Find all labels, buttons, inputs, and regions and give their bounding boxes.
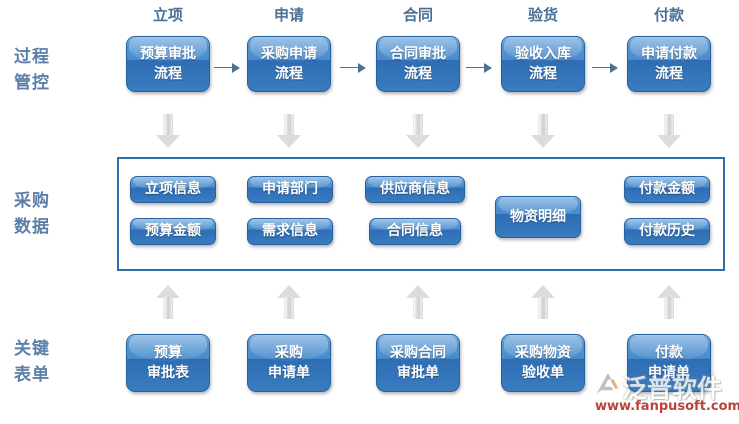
form-box-purchase-request-sheet-line2: 申请单: [268, 365, 310, 381]
process-box-contract-approval-line2: 流程: [404, 66, 432, 82]
flow-arrow-right-icon-1: [340, 63, 366, 73]
row-label-purchase-data: 采购 数据: [14, 188, 50, 240]
form-box-budget-approval-sheet-line2: 审批表: [147, 365, 189, 381]
data-chip-budget-amount[interactable]: 预算金额: [130, 218, 216, 245]
row-label-process-control-line2: 管控: [14, 73, 50, 93]
row-label-key-forms-line1: 关键: [14, 339, 50, 359]
form-box-payment-request-sheet-line2: 申请单: [648, 365, 690, 381]
stage-caption-2: 合同: [402, 6, 433, 24]
form-box-budget-approval-sheet[interactable]: 预算 审批表: [126, 334, 210, 392]
process-box-acceptance-storage[interactable]: 验收入库 流程: [501, 36, 585, 92]
data-chip-payment-history-label: 付款历史: [639, 223, 695, 239]
flow-arrow-up-icon-2: [406, 285, 430, 319]
process-box-acceptance-storage-line1: 验收入库: [515, 46, 571, 62]
data-chip-payment-amount-label: 付款金额: [639, 181, 695, 197]
purchase-data-container: [117, 157, 725, 271]
data-chip-supplier-info[interactable]: 供应商信息: [365, 176, 465, 203]
stage-caption-3: 验货: [527, 6, 558, 24]
fanpu-logo-icon: [596, 373, 619, 394]
process-box-acceptance-storage-line2: 流程: [529, 66, 557, 82]
form-box-purchase-request-sheet-line1: 采购: [275, 345, 303, 361]
form-box-material-acceptance-sheet-line1: 采购物资: [515, 345, 571, 361]
data-chip-requirement-info-label: 需求信息: [262, 223, 318, 239]
data-chip-request-department[interactable]: 申请部门: [247, 176, 333, 203]
form-box-contract-approval-sheet-line1: 采购合同: [390, 345, 446, 361]
process-box-payment-request-line2: 流程: [655, 66, 683, 82]
stage-caption-0: 立项: [152, 6, 183, 24]
flow-arrow-up-icon-4: [657, 285, 681, 319]
process-box-payment-request-line1: 申请付款: [641, 46, 697, 62]
data-chip-supplier-info-label: 供应商信息: [380, 181, 450, 197]
form-box-budget-approval-sheet-line1: 预算: [154, 345, 182, 361]
flow-arrow-right-icon-2: [466, 63, 492, 73]
flow-arrow-right-icon-0: [214, 63, 240, 73]
form-box-payment-request-sheet[interactable]: 付款 申请单: [627, 334, 711, 392]
row-label-key-forms: 关键 表单: [14, 336, 50, 388]
process-box-budget-approval-line2: 流程: [154, 66, 182, 82]
row-label-process-control: 过程 管控: [14, 44, 50, 96]
form-box-payment-request-sheet-line1: 付款: [655, 345, 683, 361]
row-label-key-forms-line2: 表单: [14, 365, 50, 385]
flow-arrow-up-icon-1: [277, 285, 301, 319]
flow-arrow-down-icon-4: [657, 114, 681, 148]
process-box-budget-approval[interactable]: 预算审批 流程: [126, 36, 210, 92]
data-chip-material-details-label: 物资明细: [510, 208, 566, 225]
data-chip-requirement-info[interactable]: 需求信息: [247, 218, 333, 245]
data-chip-budget-amount-label: 预算金额: [145, 223, 201, 239]
watermark-url: www.fanpusoft.com: [595, 399, 739, 414]
flow-arrow-up-icon-0: [156, 285, 180, 319]
form-box-purchase-request-sheet[interactable]: 采购 申请单: [247, 334, 331, 392]
data-chip-payment-amount[interactable]: 付款金额: [624, 176, 710, 203]
process-box-purchase-request-line1: 采购申请: [261, 46, 317, 62]
data-chip-contract-info-label: 合同信息: [387, 223, 443, 239]
process-box-purchase-request[interactable]: 采购申请 流程: [247, 36, 331, 92]
flow-arrow-down-icon-3: [531, 114, 555, 148]
process-box-budget-approval-line1: 预算审批: [140, 46, 196, 62]
data-chip-material-details[interactable]: 物资明细: [495, 196, 581, 238]
row-label-purchase-data-line1: 采购: [14, 191, 50, 211]
data-chip-request-department-label: 申请部门: [262, 181, 318, 197]
flow-arrow-down-icon-1: [277, 114, 301, 148]
stage-caption-1: 申请: [273, 6, 304, 24]
flow-arrow-down-icon-2: [406, 114, 430, 148]
data-chip-contract-info[interactable]: 合同信息: [369, 218, 461, 245]
process-box-contract-approval[interactable]: 合同审批 流程: [376, 36, 460, 92]
process-box-purchase-request-line2: 流程: [275, 66, 303, 82]
form-box-material-acceptance-sheet[interactable]: 采购物资 验收单: [501, 334, 585, 392]
form-box-material-acceptance-sheet-line2: 验收单: [522, 365, 564, 381]
process-box-payment-request[interactable]: 申请付款 流程: [627, 36, 711, 92]
row-label-process-control-line1: 过程: [14, 47, 50, 67]
flow-arrow-up-icon-3: [531, 285, 555, 319]
data-chip-project-info-label: 立项信息: [145, 181, 201, 197]
flow-arrow-right-icon-3: [592, 63, 618, 73]
process-box-contract-approval-line1: 合同审批: [390, 46, 446, 62]
stage-caption-4: 付款: [653, 6, 684, 24]
flow-arrow-down-icon-0: [156, 114, 180, 148]
data-chip-payment-history[interactable]: 付款历史: [624, 218, 710, 245]
data-chip-project-info[interactable]: 立项信息: [130, 176, 216, 203]
form-box-contract-approval-sheet-line2: 审批单: [397, 365, 439, 381]
form-box-contract-approval-sheet[interactable]: 采购合同 审批单: [376, 334, 460, 392]
row-label-purchase-data-line2: 数据: [14, 217, 50, 237]
